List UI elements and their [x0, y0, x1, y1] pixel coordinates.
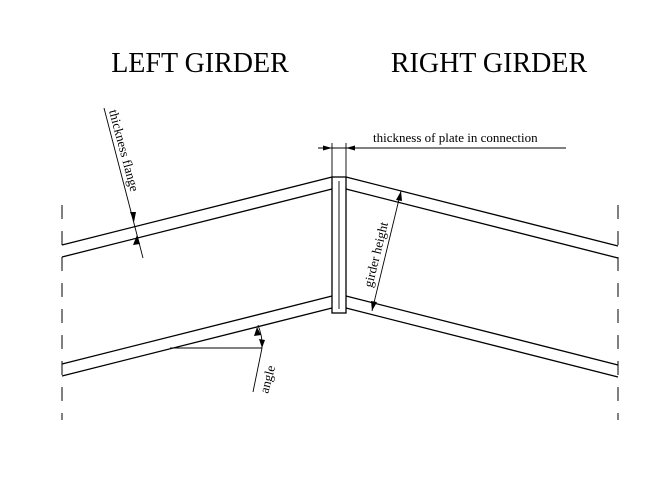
- girder-height-dimension: [371, 190, 402, 312]
- angle-dimension: [170, 324, 265, 393]
- girder-height-label: girder height: [360, 220, 391, 289]
- left-girder-title: LEFT GIRDER: [111, 48, 289, 79]
- connection-plate: [331, 176, 347, 314]
- thickness-flange-label: thickness flange: [106, 108, 142, 193]
- flange-thickness-dimension: [103, 107, 144, 259]
- angle-label: angle: [256, 363, 278, 394]
- thickness-plate-label: thickness of plate in connection: [373, 130, 538, 145]
- right-girder-title: RIGHT GIRDER: [391, 48, 588, 79]
- right-bottom-flange: [345, 295, 619, 378]
- right-top-flange: [345, 176, 619, 259]
- left-top-flange: [61, 176, 333, 258]
- plate-thickness-dimension: [318, 143, 566, 177]
- left-bottom-flange: [61, 295, 333, 377]
